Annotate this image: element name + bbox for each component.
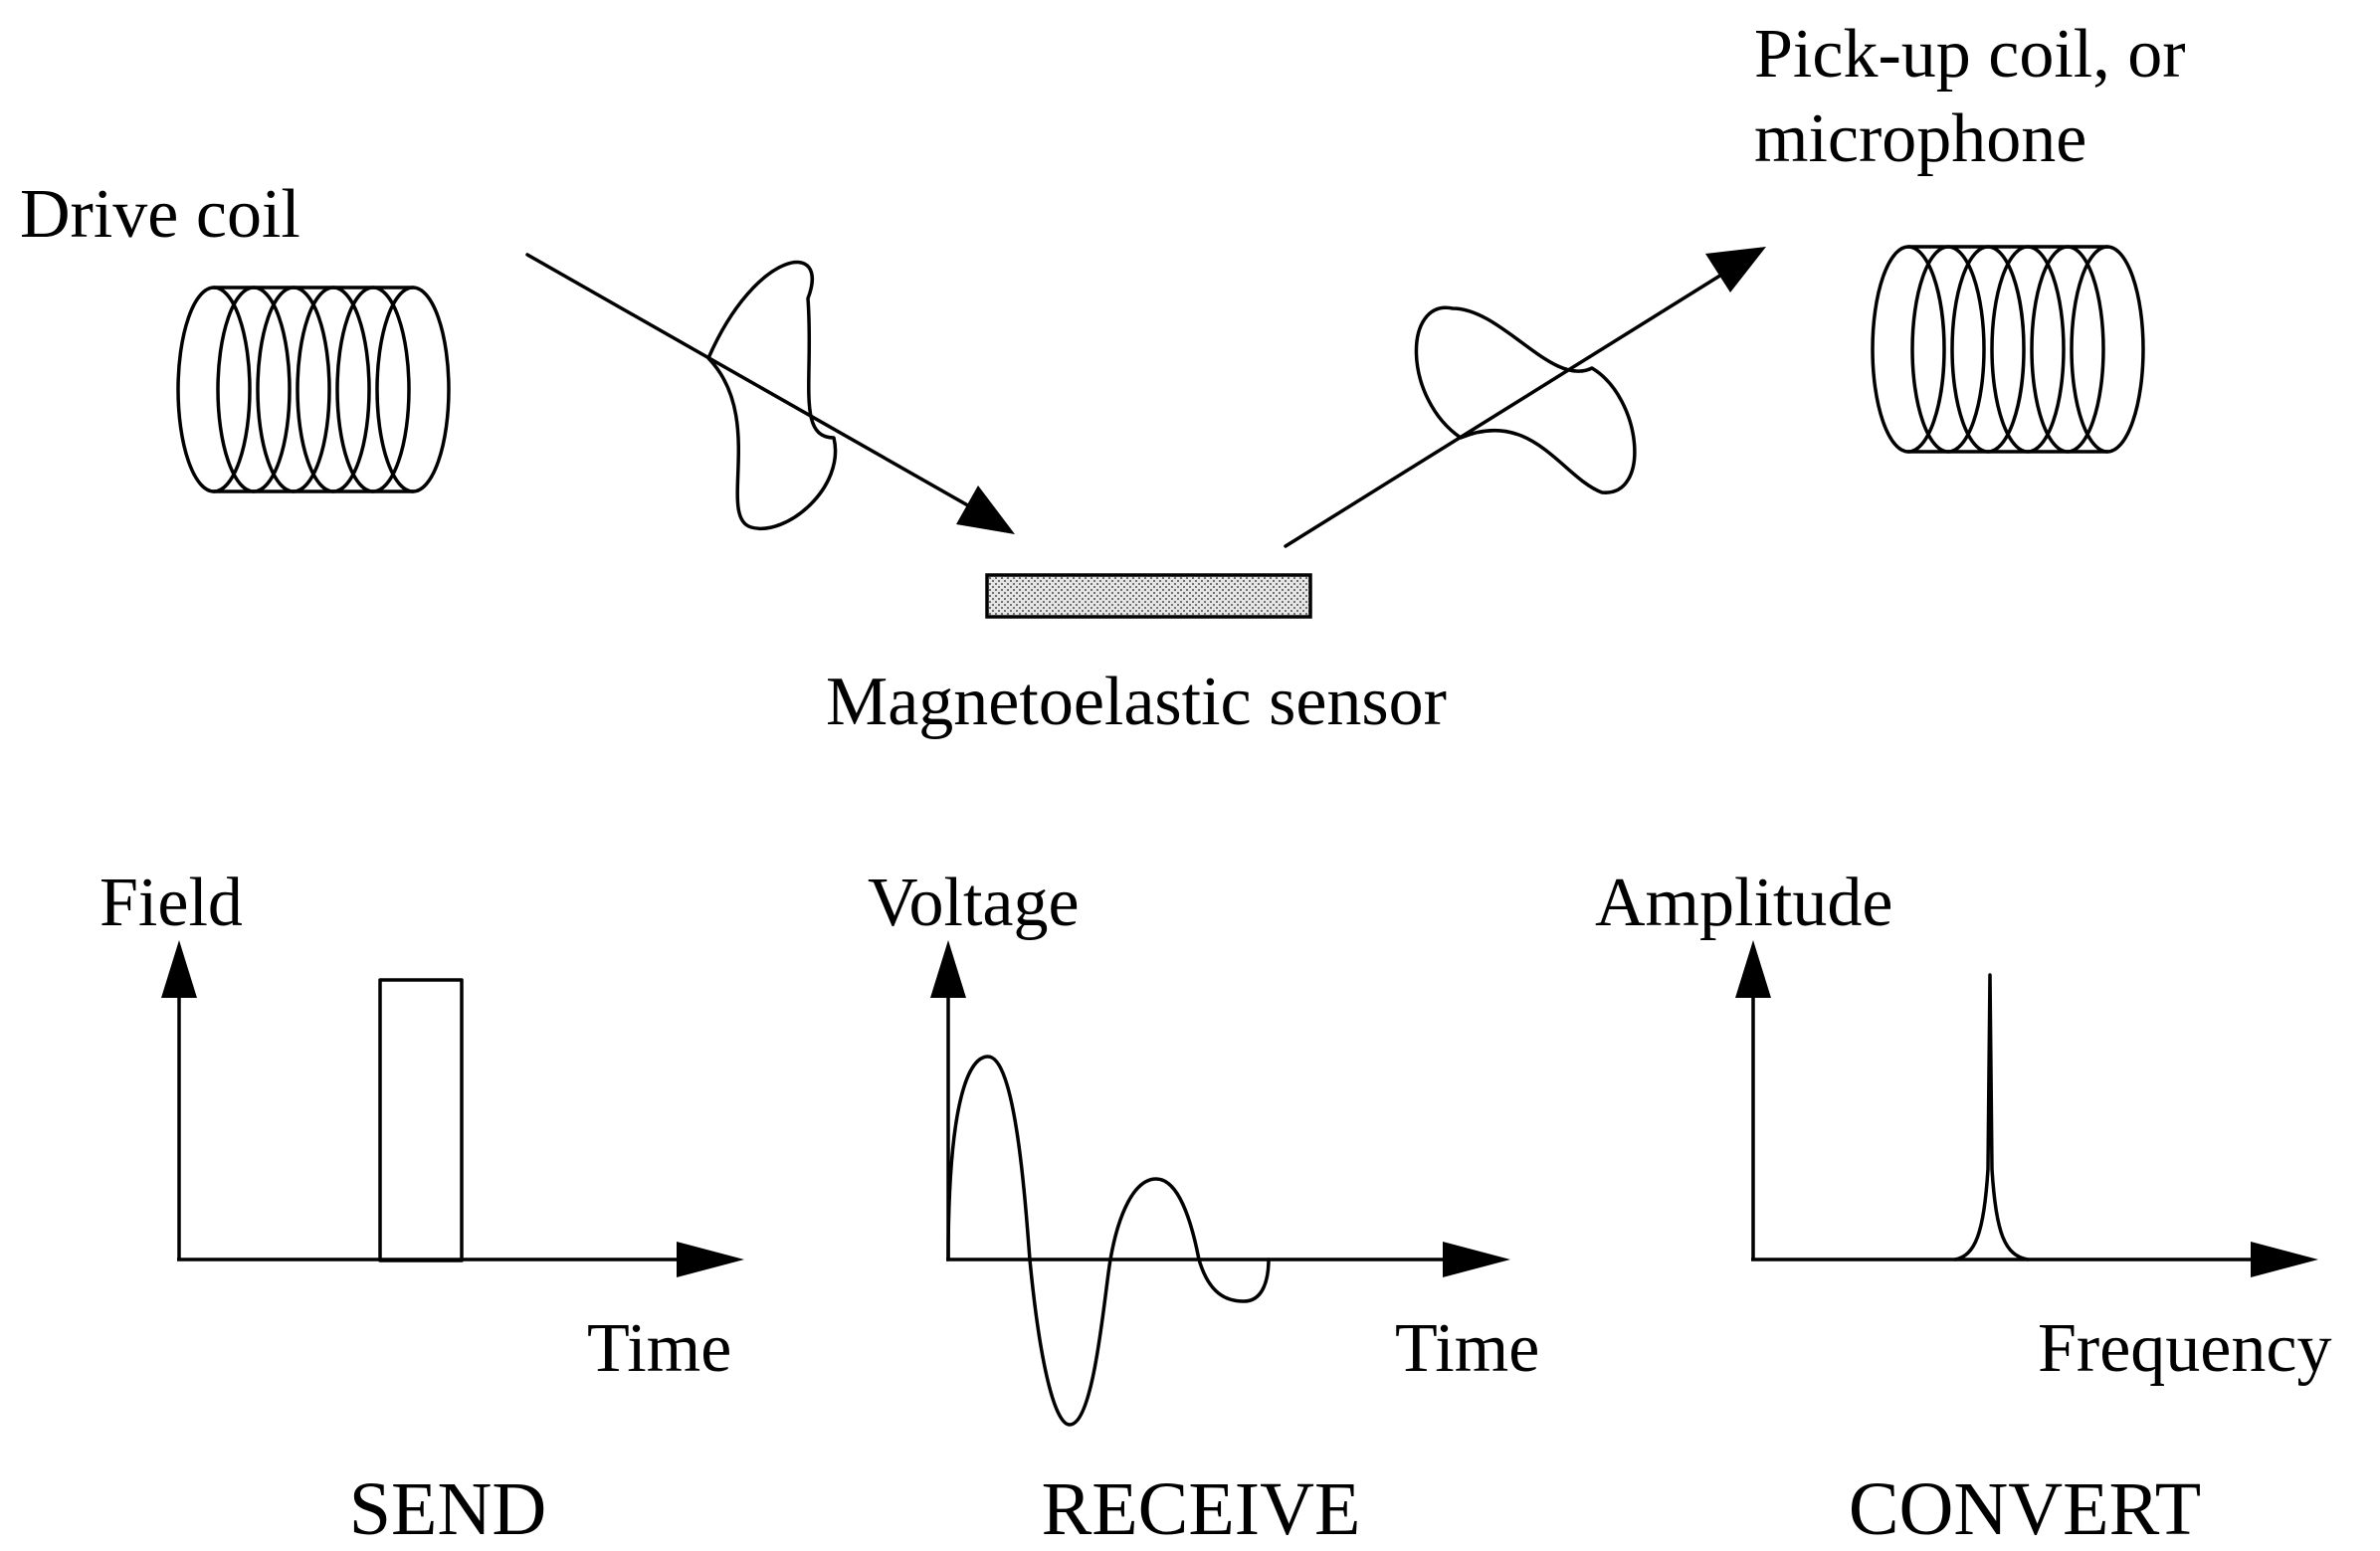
convert-panel: Amplitude Frequency CONVERT xyxy=(1595,865,2331,1551)
coil-turn xyxy=(176,286,252,493)
excitation-arrow-shaft xyxy=(525,253,982,514)
receive-x-axis-label: Time xyxy=(1395,1310,1539,1387)
drive-coil-label: Drive coil xyxy=(20,176,300,253)
response-arrow-head xyxy=(1705,247,1766,292)
receive-panel: Voltage Time RECEIVE xyxy=(868,865,1539,1551)
convert-resonance-peak xyxy=(1953,973,2030,1261)
send-caption: SEND xyxy=(349,1467,546,1551)
convert-x-axis-arrowhead xyxy=(2251,1242,2318,1277)
pickup-coil-label-line1: Pick-up coil, or xyxy=(1754,16,2186,93)
send-x-axis-label: Time xyxy=(587,1310,731,1387)
pickup-coil-label-line2: microphone xyxy=(1754,100,2086,177)
coil-turn xyxy=(1871,245,1946,454)
coil-turn xyxy=(2030,245,2105,454)
convert-y-axis-label: Amplitude xyxy=(1595,865,1892,941)
convert-x-axis-label: Frequency xyxy=(2038,1310,2331,1387)
excitation-wave-loop xyxy=(706,260,838,531)
receive-y-axis-arrowhead xyxy=(930,940,966,998)
send-y-axis-label: Field xyxy=(99,865,243,941)
coil-turn xyxy=(2070,245,2145,454)
send-x-axis-arrowhead xyxy=(677,1242,744,1277)
receive-ringdown-signal xyxy=(946,1055,1271,1427)
excitation-arrow-head xyxy=(956,485,1015,534)
coil-turn xyxy=(1990,245,2066,454)
magnetoelastic-sensor-strip xyxy=(985,573,1312,619)
send-panel: Field Time SEND xyxy=(99,865,744,1551)
response-arrow-shaft xyxy=(1284,267,1733,548)
receive-y-axis-label: Voltage xyxy=(868,865,1080,941)
coil-turn xyxy=(375,286,451,493)
coil-turn xyxy=(296,286,371,493)
pickup-coil-icon xyxy=(1871,245,2145,454)
coil-turn xyxy=(1910,245,1986,454)
send-field-pulse xyxy=(378,978,464,1262)
send-y-axis-arrowhead xyxy=(161,940,197,998)
receive-x-axis-arrowhead xyxy=(1443,1242,1510,1277)
coil-turn xyxy=(335,286,411,493)
receive-caption: RECEIVE xyxy=(1042,1467,1361,1551)
sensor-label: Magnetoelastic sensor xyxy=(826,664,1447,740)
convert-y-axis-arrowhead xyxy=(1735,940,1771,998)
response-wave-loop xyxy=(1414,305,1637,494)
coil-turn xyxy=(1950,245,2026,454)
coil-turn xyxy=(256,286,331,493)
convert-caption: CONVERT xyxy=(1849,1467,2201,1551)
drive-coil-icon xyxy=(176,286,451,493)
coil-turn xyxy=(216,286,292,493)
